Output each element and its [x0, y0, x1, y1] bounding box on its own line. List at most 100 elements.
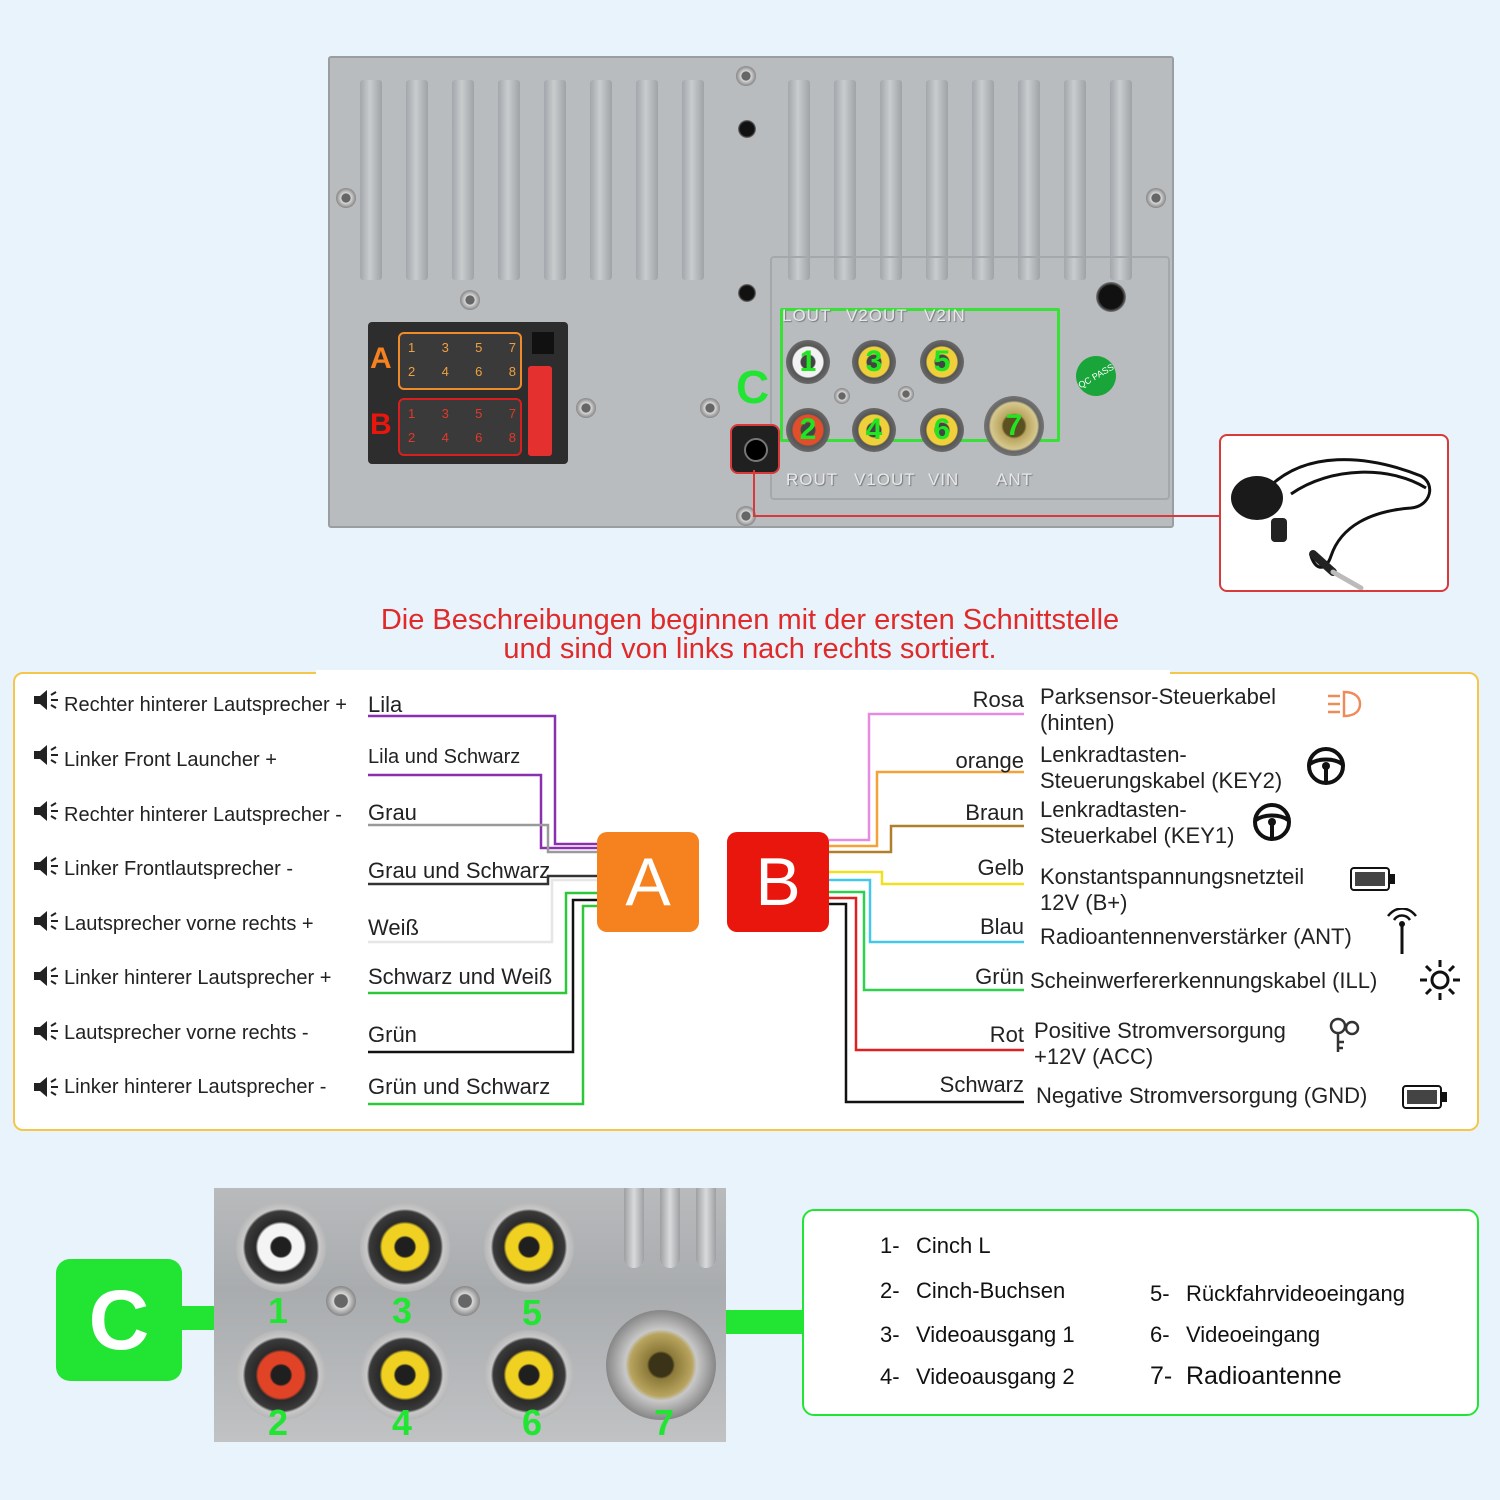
wire-a-5: [368, 878, 597, 944]
screw: [1146, 188, 1166, 208]
wire-b-desc-5: Radioantennenverstärker (ANT): [1040, 924, 1352, 950]
parking-light-icon: [1328, 690, 1362, 718]
pin-label: 8: [508, 364, 516, 379]
wire-b-desc-3: Lenkradtasten- Steuerkabel (KEY1): [1040, 797, 1234, 849]
wire-a-desc-6: Linker hinterer Lautsprecher +: [64, 967, 332, 989]
rca-jack-4: 4: [852, 408, 896, 452]
desc-line: Konstantspannungsnetzteil: [1040, 864, 1305, 889]
cooling-fin: [788, 80, 810, 280]
wire-a-desc-1: Rechter hinterer Lautsprecher +: [64, 694, 347, 716]
jack-number: 1: [799, 345, 817, 378]
port-label: V2IN: [924, 306, 966, 325]
pin-label: 2: [408, 430, 416, 445]
cooling-fin: [834, 80, 856, 280]
cooling-fin: [1018, 80, 1040, 280]
desc-line: +12V (ACC): [1034, 1044, 1154, 1069]
screw: [460, 290, 480, 310]
wire-b-1: [829, 712, 1024, 842]
cooling-fin: [636, 80, 658, 280]
desc-line: 12V (B+): [1040, 890, 1128, 915]
connector-c-link: [180, 1306, 216, 1330]
mounting-hole: [738, 284, 756, 302]
pin-label: 5: [475, 340, 483, 355]
port-label: VIN: [928, 470, 960, 489]
desc-line: Parksensor-Steuerkabel: [1040, 684, 1277, 709]
wire-a-4: [368, 874, 597, 886]
fuse-holder: [528, 366, 552, 456]
wire-a-color-6: Schwarz und Weiß: [368, 964, 553, 989]
iso-label-a: A: [370, 342, 392, 375]
mic-connector-line: [753, 470, 1220, 517]
wire-b-color-6: Grün: [975, 964, 1024, 989]
pin-label: 3: [441, 340, 449, 355]
legend-item-2: 2-Cinch-Buchsen: [880, 1278, 1065, 1304]
iso-row-b: 1 3 5 7 2 4 6 8: [398, 398, 522, 456]
photo-number-1: 1: [268, 1290, 289, 1331]
legend-num: 5-: [1150, 1281, 1170, 1306]
key-icon: [1329, 1017, 1360, 1052]
wire-b-color-5: Blau: [979, 914, 1024, 939]
legend-text: Radioantenne: [1186, 1362, 1342, 1390]
iso-label-b: B: [370, 408, 392, 441]
connector-c-badge: C: [56, 1259, 182, 1381]
desc-line: Positive Stromversorgung: [1034, 1018, 1286, 1043]
legend-num: 4-: [880, 1364, 900, 1389]
speaker-icon: [34, 856, 58, 876]
microphone-image: [1219, 434, 1449, 592]
antenna-jack-7: 7: [984, 396, 1044, 456]
photo-number-4: 4: [392, 1402, 413, 1443]
rca-jack-6-photo: [484, 1330, 574, 1420]
screw: [450, 1286, 480, 1316]
speaker-icon: [34, 966, 58, 986]
photo-number-5: 5: [522, 1292, 543, 1333]
wire-a-8: [368, 904, 597, 1106]
desc-line: Lenkradtasten-: [1040, 797, 1187, 822]
wire-b-5: [829, 878, 1024, 944]
wire-b-color-4: Gelb: [977, 855, 1024, 880]
wire-b-2: [829, 770, 1024, 848]
legend-text: Cinch L: [916, 1233, 991, 1258]
wire-a-color-8: Grün und Schwarz: [368, 1074, 551, 1099]
sun-icon: [1420, 960, 1460, 1000]
wire-b-3: [829, 824, 1024, 854]
pin-label: 1: [408, 406, 416, 421]
steering-wheel-icon: [1253, 803, 1291, 841]
wire-a-desc-8: Linker hinterer Lautsprecher -: [64, 1076, 327, 1098]
legend-item-1: 1- Cinch L: [880, 1233, 991, 1259]
legend-text: Videoeingang: [1186, 1322, 1321, 1347]
battery-icon: [1402, 1085, 1447, 1109]
desc-line: Lenkradtasten-: [1040, 742, 1187, 767]
cooling-fin: [682, 80, 704, 280]
desc-line: Steuerungskabel (KEY2): [1040, 768, 1283, 793]
wire-a-color-5: Weiß: [368, 915, 419, 940]
iso-row-a: 1 3 5 7 2 4 6 8: [398, 332, 522, 390]
pin-label: 4: [441, 430, 449, 445]
cooling-fin: [1110, 80, 1132, 280]
legend-text: Videoausgang 2: [916, 1364, 1075, 1389]
wire-b-desc-7: Positive Stromversorgung +12V (ACC): [1034, 1018, 1286, 1070]
pin-label: 5: [475, 406, 483, 421]
wire-b-desc-8: Negative Stromversorgung (GND): [1036, 1083, 1367, 1109]
cooling-fin: [880, 80, 902, 280]
screw: [700, 398, 720, 418]
desc-line: Negative Stromversorgung (GND): [1036, 1083, 1368, 1108]
port-label: V1OUT: [854, 470, 916, 489]
cooling-fin: [660, 1188, 680, 1268]
antenna-icon: [1387, 908, 1417, 954]
wire-b-7: [829, 896, 1024, 1052]
screw: [736, 506, 756, 526]
instruction-line-1: Die Beschreibungen beginnen mit der erst…: [380, 604, 1120, 636]
cooling-fin: [926, 80, 948, 280]
wire-a-desc-3: Rechter hinterer Lautsprecher -: [64, 804, 342, 826]
pin-label: 6: [475, 364, 483, 379]
speaker-icon: [34, 690, 58, 710]
legend-num: 1-: [880, 1233, 900, 1258]
wire-a-2: [368, 773, 597, 850]
wire-a-color-7: Grün: [368, 1022, 417, 1047]
wire-a-color-3: Grau: [368, 800, 417, 825]
wire-b-color-3: Braun: [965, 800, 1024, 825]
cooling-fin: [624, 1188, 644, 1268]
screw: [736, 66, 756, 86]
connector-latch: [532, 332, 554, 354]
